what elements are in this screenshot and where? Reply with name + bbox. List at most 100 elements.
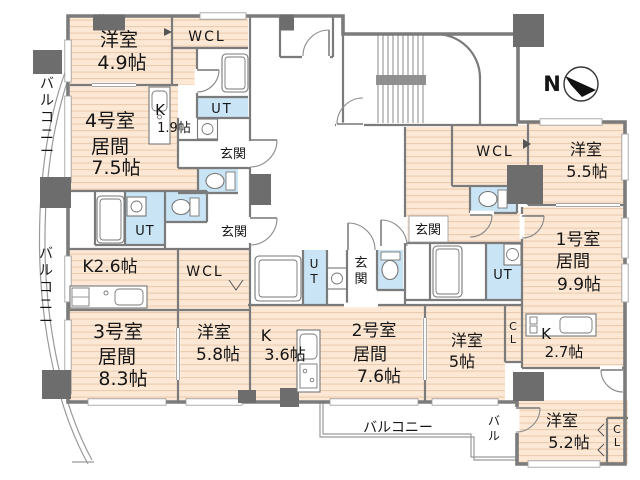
room-u3-bedroom — [178, 310, 250, 402]
label-u1-bed-b-size: 5.2帖 — [548, 433, 589, 452]
label-u4-bed: 洋室 — [100, 29, 138, 51]
label-u3-name: 3号室 — [93, 321, 143, 343]
toilet-u3 — [171, 197, 200, 217]
room-u4-nook — [172, 48, 197, 85]
doors — [194, 29, 624, 433]
label-u4-wcl: WCL — [188, 29, 225, 45]
label-u2-kitchen: K — [261, 326, 272, 345]
label-u4-name: 4号室 — [85, 110, 135, 132]
label-u4-ut: UT — [211, 102, 232, 117]
kitchen-counter-u4 — [148, 86, 171, 145]
bathtub-u2 — [254, 255, 302, 302]
door-service-room — [302, 29, 330, 57]
door-pivot-u4-wcl — [164, 28, 172, 36]
label-u3-genkan: 玄関 — [221, 225, 247, 240]
staircase — [376, 35, 426, 123]
door-u3-entrance — [249, 217, 278, 246]
stair-curved-wall — [435, 32, 482, 79]
label-u4-kitchen-size: 1.9帖 — [157, 121, 191, 136]
label-balcony-small: バル — [488, 414, 500, 443]
sliding-doors — [92, 82, 620, 380]
room-u2-ut — [303, 250, 327, 305]
label-u2-name: 2号室 — [352, 321, 397, 341]
door-u2-entrance — [347, 222, 376, 251]
label-u1-living-size: 9.9帖 — [557, 275, 601, 295]
label-u3-living: 居間 — [98, 346, 136, 368]
toilet-u2 — [380, 251, 401, 281]
door-stairwell — [336, 97, 364, 125]
balcony-bottom — [319, 403, 517, 461]
label-u2-kitchen-size: 3.6帖 — [264, 345, 305, 364]
compass: N — [543, 66, 599, 102]
washbasin-u3 — [126, 196, 147, 217]
room-u3-wcl — [178, 250, 250, 310]
kitchen-counter-u1 — [525, 313, 597, 337]
label-u4-living: 居間 — [91, 136, 129, 158]
label-balcony-left-upper: バルコニー — [40, 76, 54, 160]
closet-mark-u1-bed — [597, 423, 605, 437]
room-u4-nook-b — [178, 167, 198, 193]
label-u1-ut: UT — [493, 268, 512, 283]
label-u3-bed: 洋室 — [197, 323, 231, 343]
kitchen-counter-u2 — [296, 329, 321, 393]
closet-mark-u1-bed2 — [597, 443, 605, 457]
label-u1-bed-a: 洋室 — [570, 140, 602, 159]
label-u3-living-size: 8.3帖 — [98, 368, 147, 390]
room-u2-bedroom — [425, 305, 505, 402]
label-u2-living: 居間 — [353, 345, 387, 365]
label-u1-bed-a-size: 5.5帖 — [566, 162, 607, 181]
door-u1-bedroom-balcony — [515, 407, 541, 433]
door-u1-entrance — [380, 219, 408, 247]
label-u3-wcl: WCL — [186, 264, 223, 280]
room-u4-wcl — [172, 17, 248, 48]
label-u3-kitchen: K2.6帖 — [82, 257, 137, 277]
washbasin-u2 — [326, 267, 348, 290]
label-u1-genkan: 玄関 — [415, 223, 441, 238]
labels: 洋室 4.9帖 WCL K 1.9帖 4号室 居間 7.5帖 UT 玄関 K2.… — [39, 29, 621, 452]
room-u1-bedroom-b — [517, 400, 628, 464]
bathtub-u3 — [96, 195, 125, 244]
label-u2-bed: 洋室 — [451, 331, 483, 350]
closet-mark-u3-wcl — [228, 279, 244, 291]
room-u1-entrance — [408, 215, 449, 243]
room-u1-hall-b — [452, 186, 470, 213]
label-u1-bed-b: 洋室 — [546, 411, 578, 430]
door-u1-kitchen-balcony — [600, 369, 624, 393]
label-u4-genkan: 玄関 — [220, 147, 246, 162]
room-u1-living — [522, 207, 625, 305]
label-u1-name: 1号室 — [556, 230, 601, 250]
pillars — [33, 14, 544, 407]
stair-landing — [376, 75, 426, 85]
compass-north-label: N — [543, 72, 561, 96]
label-u4-kitchen: K — [155, 101, 166, 119]
bathtub-u4 — [221, 53, 249, 93]
compass-needle-icon — [565, 76, 596, 97]
door-pivot-u1-wcl — [523, 139, 531, 149]
room-u1-hall-c — [448, 213, 522, 243]
bathtub-u1 — [432, 245, 463, 298]
label-u3-ut: UT — [135, 224, 154, 239]
label-u1-wcl: WCL — [476, 144, 513, 160]
room-u4-ut — [197, 97, 248, 118]
door-u4-bath — [196, 69, 220, 93]
label-u1-kitchen: K — [541, 325, 552, 343]
label-u2-bed-size: 5帖 — [449, 352, 475, 371]
toilet-u1 — [478, 189, 508, 209]
label-u2-genkan: 玄関 — [354, 256, 367, 287]
label-u1-living: 居間 — [556, 252, 590, 272]
label-u4-bed-size: 4.9帖 — [97, 52, 146, 74]
door-u1-living — [521, 215, 545, 239]
room-u1-closet-a — [505, 305, 522, 362]
label-u2-living-size: 7.6帖 — [357, 367, 401, 387]
label-balcony-left-lower: バルコニー — [39, 246, 53, 330]
room-floors — [68, 17, 628, 464]
room-u3-living — [68, 310, 178, 402]
label-balcony-bottom: バルコニー — [363, 420, 433, 436]
toilet-u4 — [205, 171, 236, 191]
room-u2-living — [248, 305, 425, 402]
washer-u1 — [503, 243, 522, 266]
label-u4-living-size: 7.5帖 — [91, 157, 140, 179]
